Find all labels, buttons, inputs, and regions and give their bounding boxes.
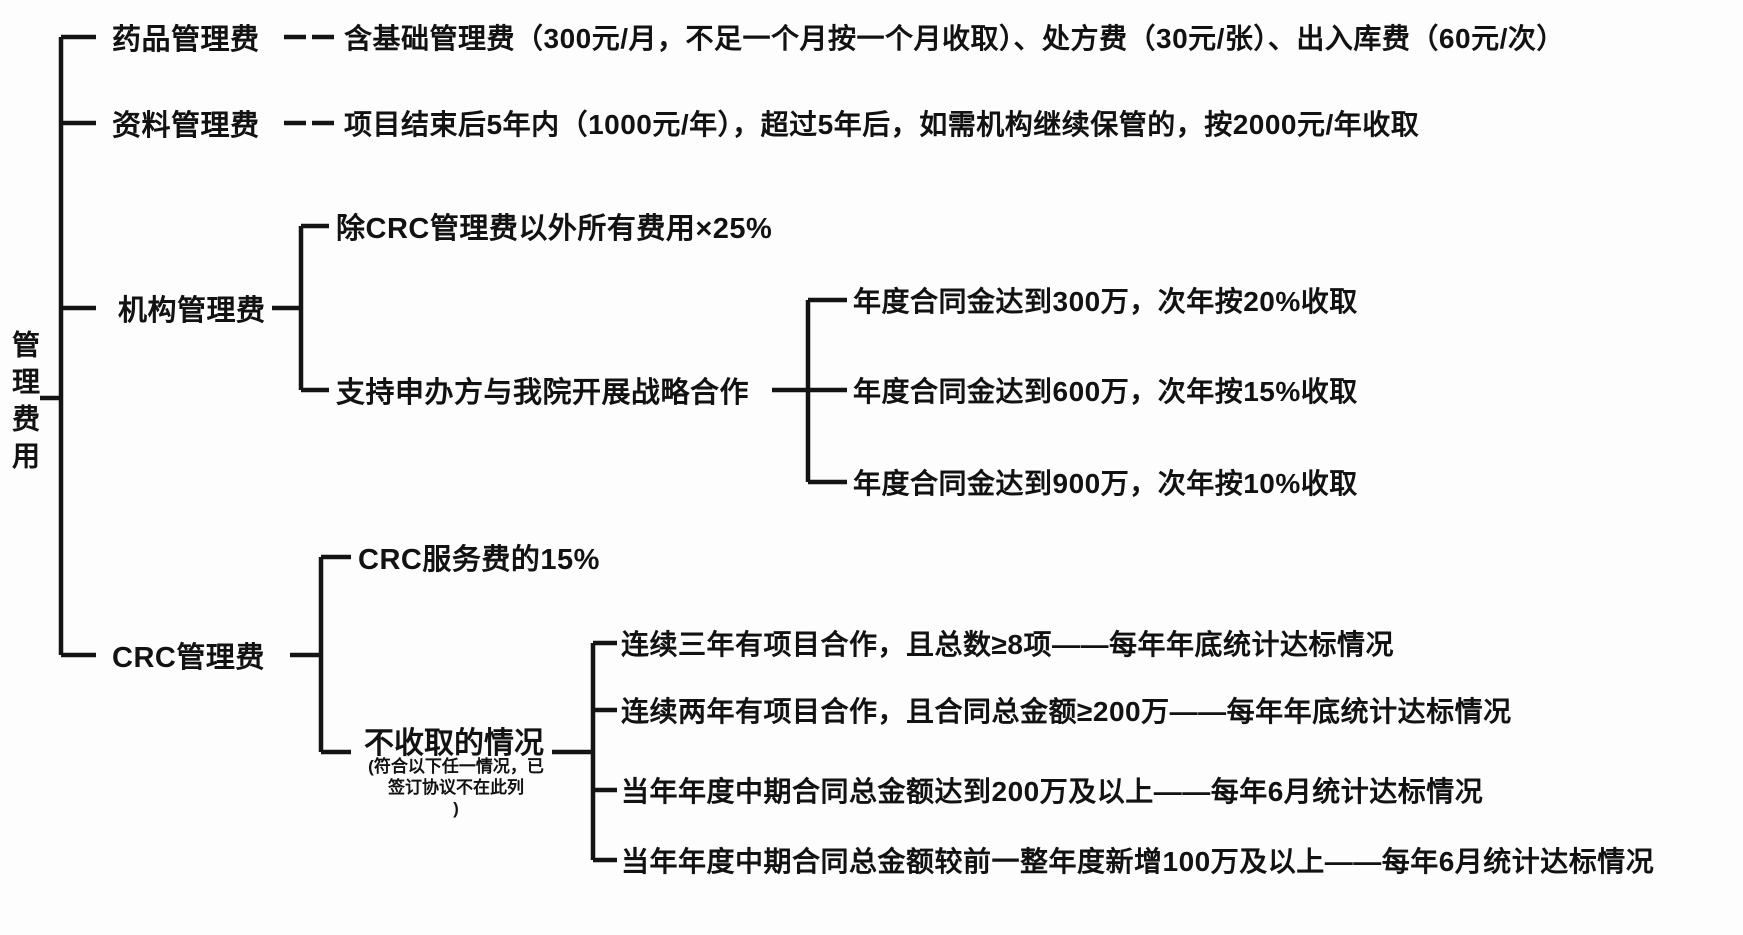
branch-document-management-fee: 资料管理费 — [112, 110, 260, 142]
tier-900w-10pct: 年度合同金达到900万，次年按10%收取 — [853, 468, 1358, 499]
strategic-cooperation-branch: 支持申办方与我院开展战略合作 — [336, 377, 750, 409]
crc-fee-bracket — [290, 554, 351, 755]
branch-crc-management-fee: CRC管理费 — [112, 642, 265, 674]
institution-flat-fee-rule: 除CRC管理费以外所有费用×25% — [336, 213, 773, 245]
condition-three-years-8-projects: 连续三年有项目合作，且总数≥8项——每年年底统计达标情况 — [621, 629, 1394, 660]
root-node-management-fees: 管理费用 — [9, 330, 40, 478]
exempt-cases-title: 不收取的情况 — [364, 727, 544, 760]
condition-midyear-increase-100w: 当年年度中期合同总金额较前一整年度新增100万及以上——每年6月统计达标情况 — [621, 846, 1655, 877]
root-connector — [40, 34, 96, 658]
condition-two-years-200w: 连续两年有项目合作，且合同总金额≥200万——每年年底统计达标情况 — [621, 696, 1512, 727]
tier-300w-20pct: 年度合同金达到300万，次年按20%收取 — [853, 286, 1358, 317]
institution-fee-bracket — [272, 223, 329, 393]
branch-drug-management-fee: 药品管理费 — [112, 24, 260, 56]
tier-600w-15pct: 年度合同金达到600万，次年按15%收取 — [853, 376, 1358, 407]
condition-midyear-200w: 当年年度中期合同总金额达到200万及以上——每年6月统计达标情况 — [621, 776, 1484, 807]
branch-institution-management-fee: 机构管理费 — [118, 295, 266, 327]
strategic-tiers-bracket — [772, 297, 847, 485]
exempt-cases-note: (符合以下任一情况，已 签订协议不在此列 ) — [368, 757, 544, 818]
crc-service-fee-rate: CRC服务费的15% — [358, 544, 600, 576]
document-fee-description: 项目结束后5年内（1000元/年），超过5年后，如需机构继续保管的，按2000元… — [344, 109, 1420, 140]
drug-fee-description: 含基础管理费（300元/月，不足一个月按一个月收取）、处方费（30元/张）、出入… — [344, 23, 1565, 54]
exempt-conditions-bracket — [552, 640, 617, 863]
